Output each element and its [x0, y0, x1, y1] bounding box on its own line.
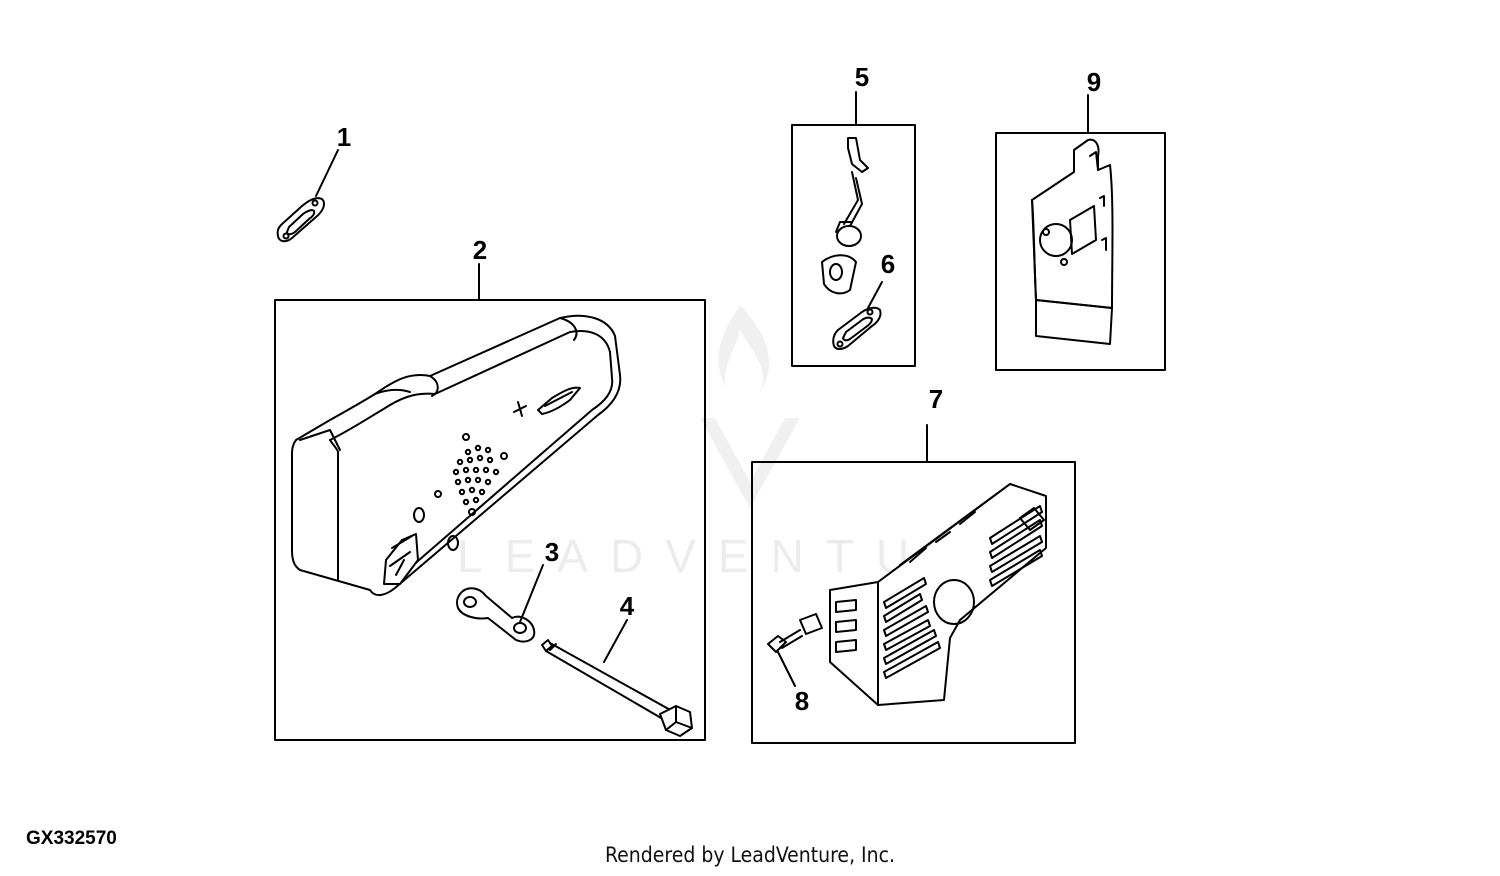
- leader-6: [867, 281, 883, 309]
- part-4-bolt: [541, 639, 693, 737]
- leader-4: [603, 619, 628, 663]
- callout-8: 8: [795, 686, 809, 716]
- part-7-frame: [751, 461, 1076, 744]
- part-5-spark-arrester: [821, 137, 869, 295]
- guard-slots: [835, 505, 1043, 679]
- perforation-grid: [452, 444, 500, 506]
- callout-1: 1: [337, 122, 351, 152]
- part-7-muffler-guard: [829, 483, 1047, 706]
- part-5-frame: [791, 124, 916, 367]
- callout-7: 7: [929, 384, 943, 414]
- callout-2: 2: [473, 235, 487, 265]
- leader-3: [519, 564, 544, 623]
- part-6-gasket: [832, 306, 882, 350]
- part-2-frame: [274, 299, 706, 741]
- part-3-strap: [455, 587, 536, 643]
- figure-id: GX332570: [26, 828, 117, 849]
- part-1-gasket: [276, 197, 326, 243]
- leader-1: [315, 149, 339, 197]
- callout-labels: 1 2 3 4 5 6 7 8 9: [337, 62, 1101, 716]
- part-2-muffler: [291, 314, 622, 596]
- part-9-frame: [995, 132, 1166, 371]
- part-8-screw: [767, 613, 823, 653]
- callout-6: 6: [881, 249, 895, 279]
- render-credit: Rendered by LeadVenture, Inc.: [605, 843, 895, 867]
- callout-9: 9: [1087, 67, 1101, 97]
- leader-8: [777, 651, 796, 687]
- part-9-heat-shield: [1031, 138, 1114, 345]
- callout-5: 5: [855, 62, 869, 92]
- callout-3: 3: [545, 537, 559, 567]
- callout-4: 4: [620, 591, 635, 621]
